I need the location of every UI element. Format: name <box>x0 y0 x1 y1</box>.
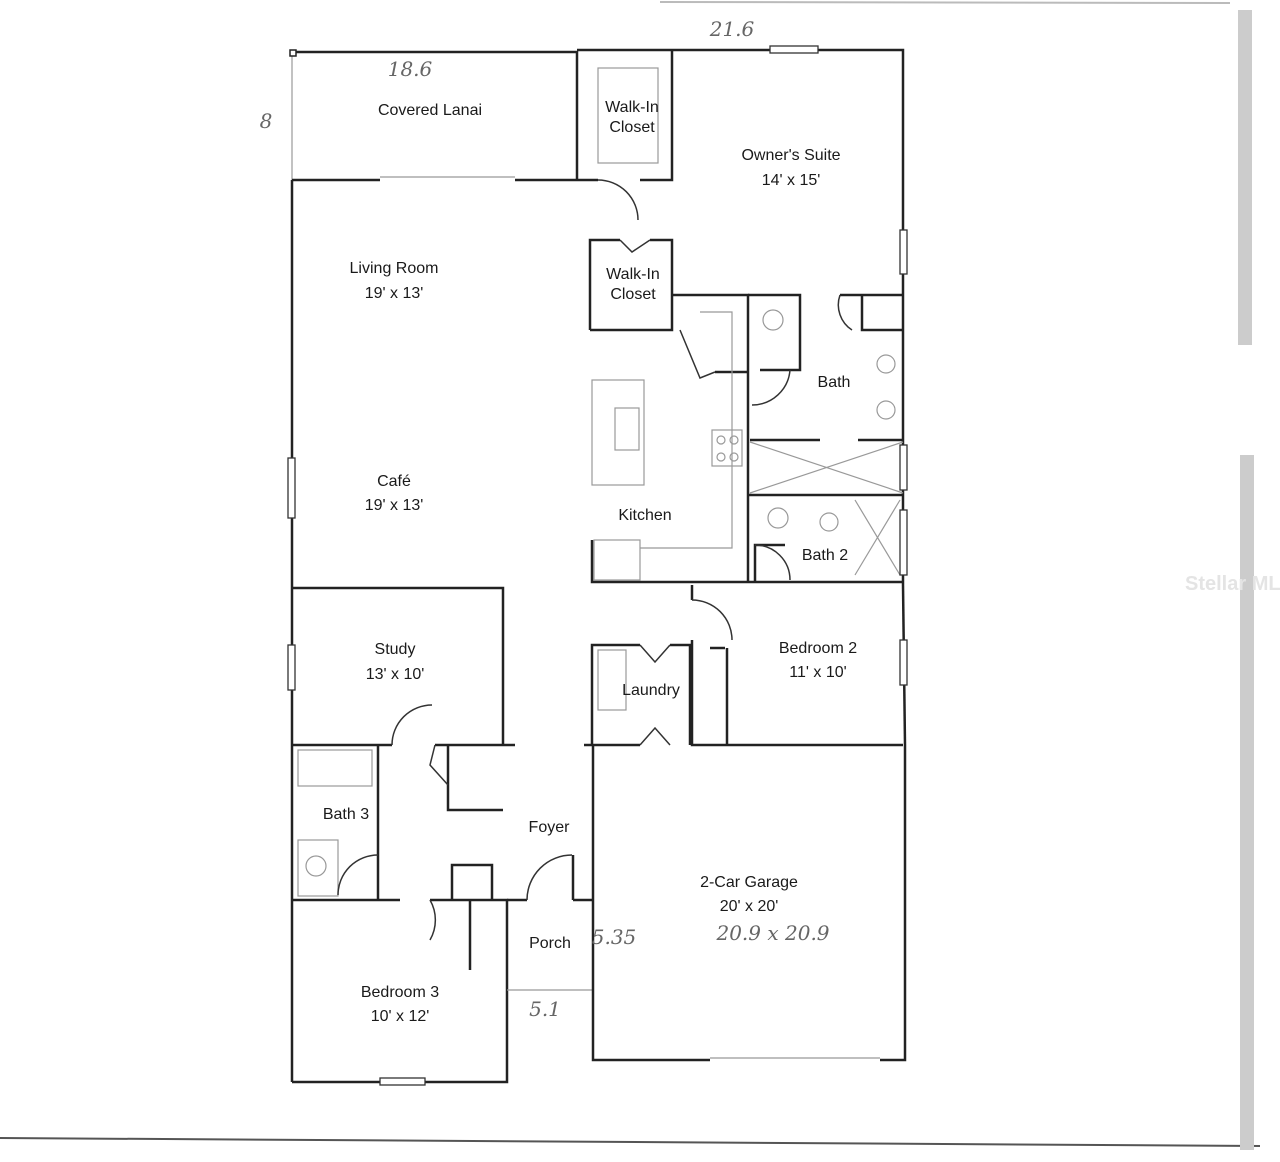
label-kitchen: Kitchen <box>618 507 671 524</box>
label-bath-2: Bath 2 <box>802 547 848 564</box>
label-foyer: Foyer <box>529 819 571 836</box>
scan-bar <box>1238 10 1252 345</box>
doors <box>305 179 896 941</box>
note-porch-width: 5.1 <box>529 997 561 1021</box>
watermark: Stellar MLS <box>1185 573 1280 595</box>
label-owners-suite: Owner's Suite <box>741 147 840 164</box>
label-laundry: Laundry <box>622 682 680 699</box>
size-bedroom-3: 10' x 12' <box>371 1008 430 1025</box>
scan-bar <box>1240 455 1254 1150</box>
label-cafe: Café <box>377 473 411 490</box>
label-walk-in-closet-2: Walk-In <box>606 266 660 283</box>
scan-edge-bottom <box>0 1137 1261 1147</box>
label-walk-in-closet-1: Walk-In <box>605 99 659 116</box>
handwritten-notes: 21.6 18.6 8 5.35 20.9 x 20.9 5.1 <box>260 17 830 1021</box>
room-labels: Covered Lanai Walk-In Closet Owner's Sui… <box>323 99 857 1025</box>
label-walk-in-closet-1-line2: Closet <box>609 119 655 136</box>
label-bedroom-2: Bedroom 2 <box>779 640 857 657</box>
label-study: Study <box>375 641 416 658</box>
label-bedroom-3: Bedroom 3 <box>361 984 439 1001</box>
note-lanai-depth: 8 <box>260 109 273 133</box>
note-lanai-width: 18.6 <box>388 57 433 81</box>
walls <box>289 48 907 1084</box>
size-study: 13' x 10' <box>366 666 425 683</box>
label-bath: Bath <box>818 374 851 391</box>
windows <box>287 45 908 1086</box>
size-cafe: 19' x 13' <box>365 497 424 514</box>
note-garage-size: 20.9 x 20.9 <box>715 921 829 945</box>
size-bedroom-2: 11' x 10' <box>789 664 846 681</box>
size-garage: 20' x 20' <box>720 898 779 915</box>
label-garage: 2-Car Garage <box>700 874 798 891</box>
scan-edge-top <box>659 1 1231 4</box>
label-walk-in-closet-2-line2: Closet <box>610 286 656 303</box>
label-covered-lanai: Covered Lanai <box>378 102 482 119</box>
label-porch: Porch <box>529 935 571 952</box>
note-overall-width: 21.6 <box>709 17 755 41</box>
note-porch-depth: 5.35 <box>592 925 637 949</box>
size-owners-suite: 14' x 15' <box>762 172 821 189</box>
label-bath-3: Bath 3 <box>323 806 369 823</box>
size-living-room: 19' x 13' <box>365 285 424 302</box>
label-living-room: Living Room <box>350 260 439 277</box>
